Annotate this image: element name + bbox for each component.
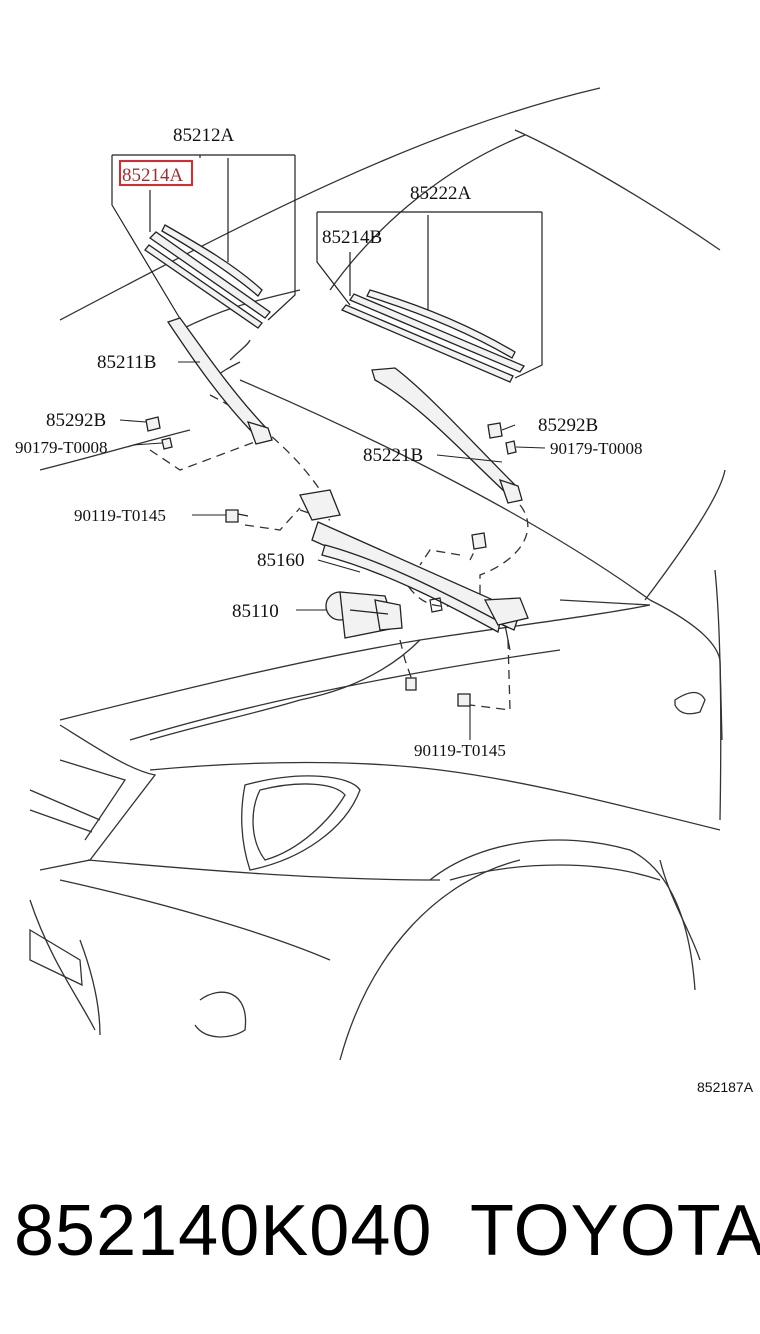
right-wiper-blade xyxy=(340,289,525,383)
wiper-motor xyxy=(325,591,403,639)
wiper-link-assembly xyxy=(299,489,529,651)
label-90119-T0145-upper: 90119-T0145 xyxy=(74,506,166,525)
label-85221B: 85221B xyxy=(363,445,423,466)
wiper-parts-diagram: 85212A 85214A 85222A 85214B 85211B 85292… xyxy=(15,87,754,1095)
right-cap xyxy=(487,422,503,439)
part-number: 852140K040 xyxy=(14,1191,433,1271)
right-wiper-arm xyxy=(371,367,523,504)
vehicle-body-outline xyxy=(29,87,726,1061)
right-blade-bracket xyxy=(316,211,543,379)
label-85160: 85160 xyxy=(257,550,305,571)
left-blade-bracket xyxy=(111,154,296,323)
label-leader-lines xyxy=(119,361,546,740)
label-85292B-right: 85292B xyxy=(538,415,598,436)
link-bolt xyxy=(471,532,487,550)
figure-reference: 852187A xyxy=(697,1079,754,1095)
label-90119-T0145-lower: 90119-T0145 xyxy=(414,741,506,760)
label-85211B: 85211B xyxy=(97,352,156,373)
label-85214A: 85214A xyxy=(122,165,184,186)
label-85292B-left: 85292B xyxy=(46,410,106,431)
left-wiper-arm xyxy=(166,317,273,445)
label-85110: 85110 xyxy=(232,601,279,622)
bushing xyxy=(405,677,417,691)
upper-bolt xyxy=(225,509,249,523)
label-90179-T0008-left: 90179-T0008 xyxy=(15,438,108,457)
label-85222A: 85222A xyxy=(410,183,472,204)
lower-bolt xyxy=(457,693,471,707)
left-cap xyxy=(145,416,161,432)
bottom-caption: 852140K040 TOYOTA xyxy=(0,1180,760,1290)
label-85212A: 85212A xyxy=(173,125,235,146)
fasteners xyxy=(145,416,517,707)
highlight-box xyxy=(119,160,193,186)
brand-name: TOYOTA xyxy=(470,1191,760,1271)
left-nut xyxy=(161,437,173,450)
label-85214B: 85214B xyxy=(322,227,382,248)
right-nut xyxy=(505,440,517,455)
left-wiper-blade xyxy=(144,224,271,329)
label-90179-T0008-right: 90179-T0008 xyxy=(550,439,643,458)
